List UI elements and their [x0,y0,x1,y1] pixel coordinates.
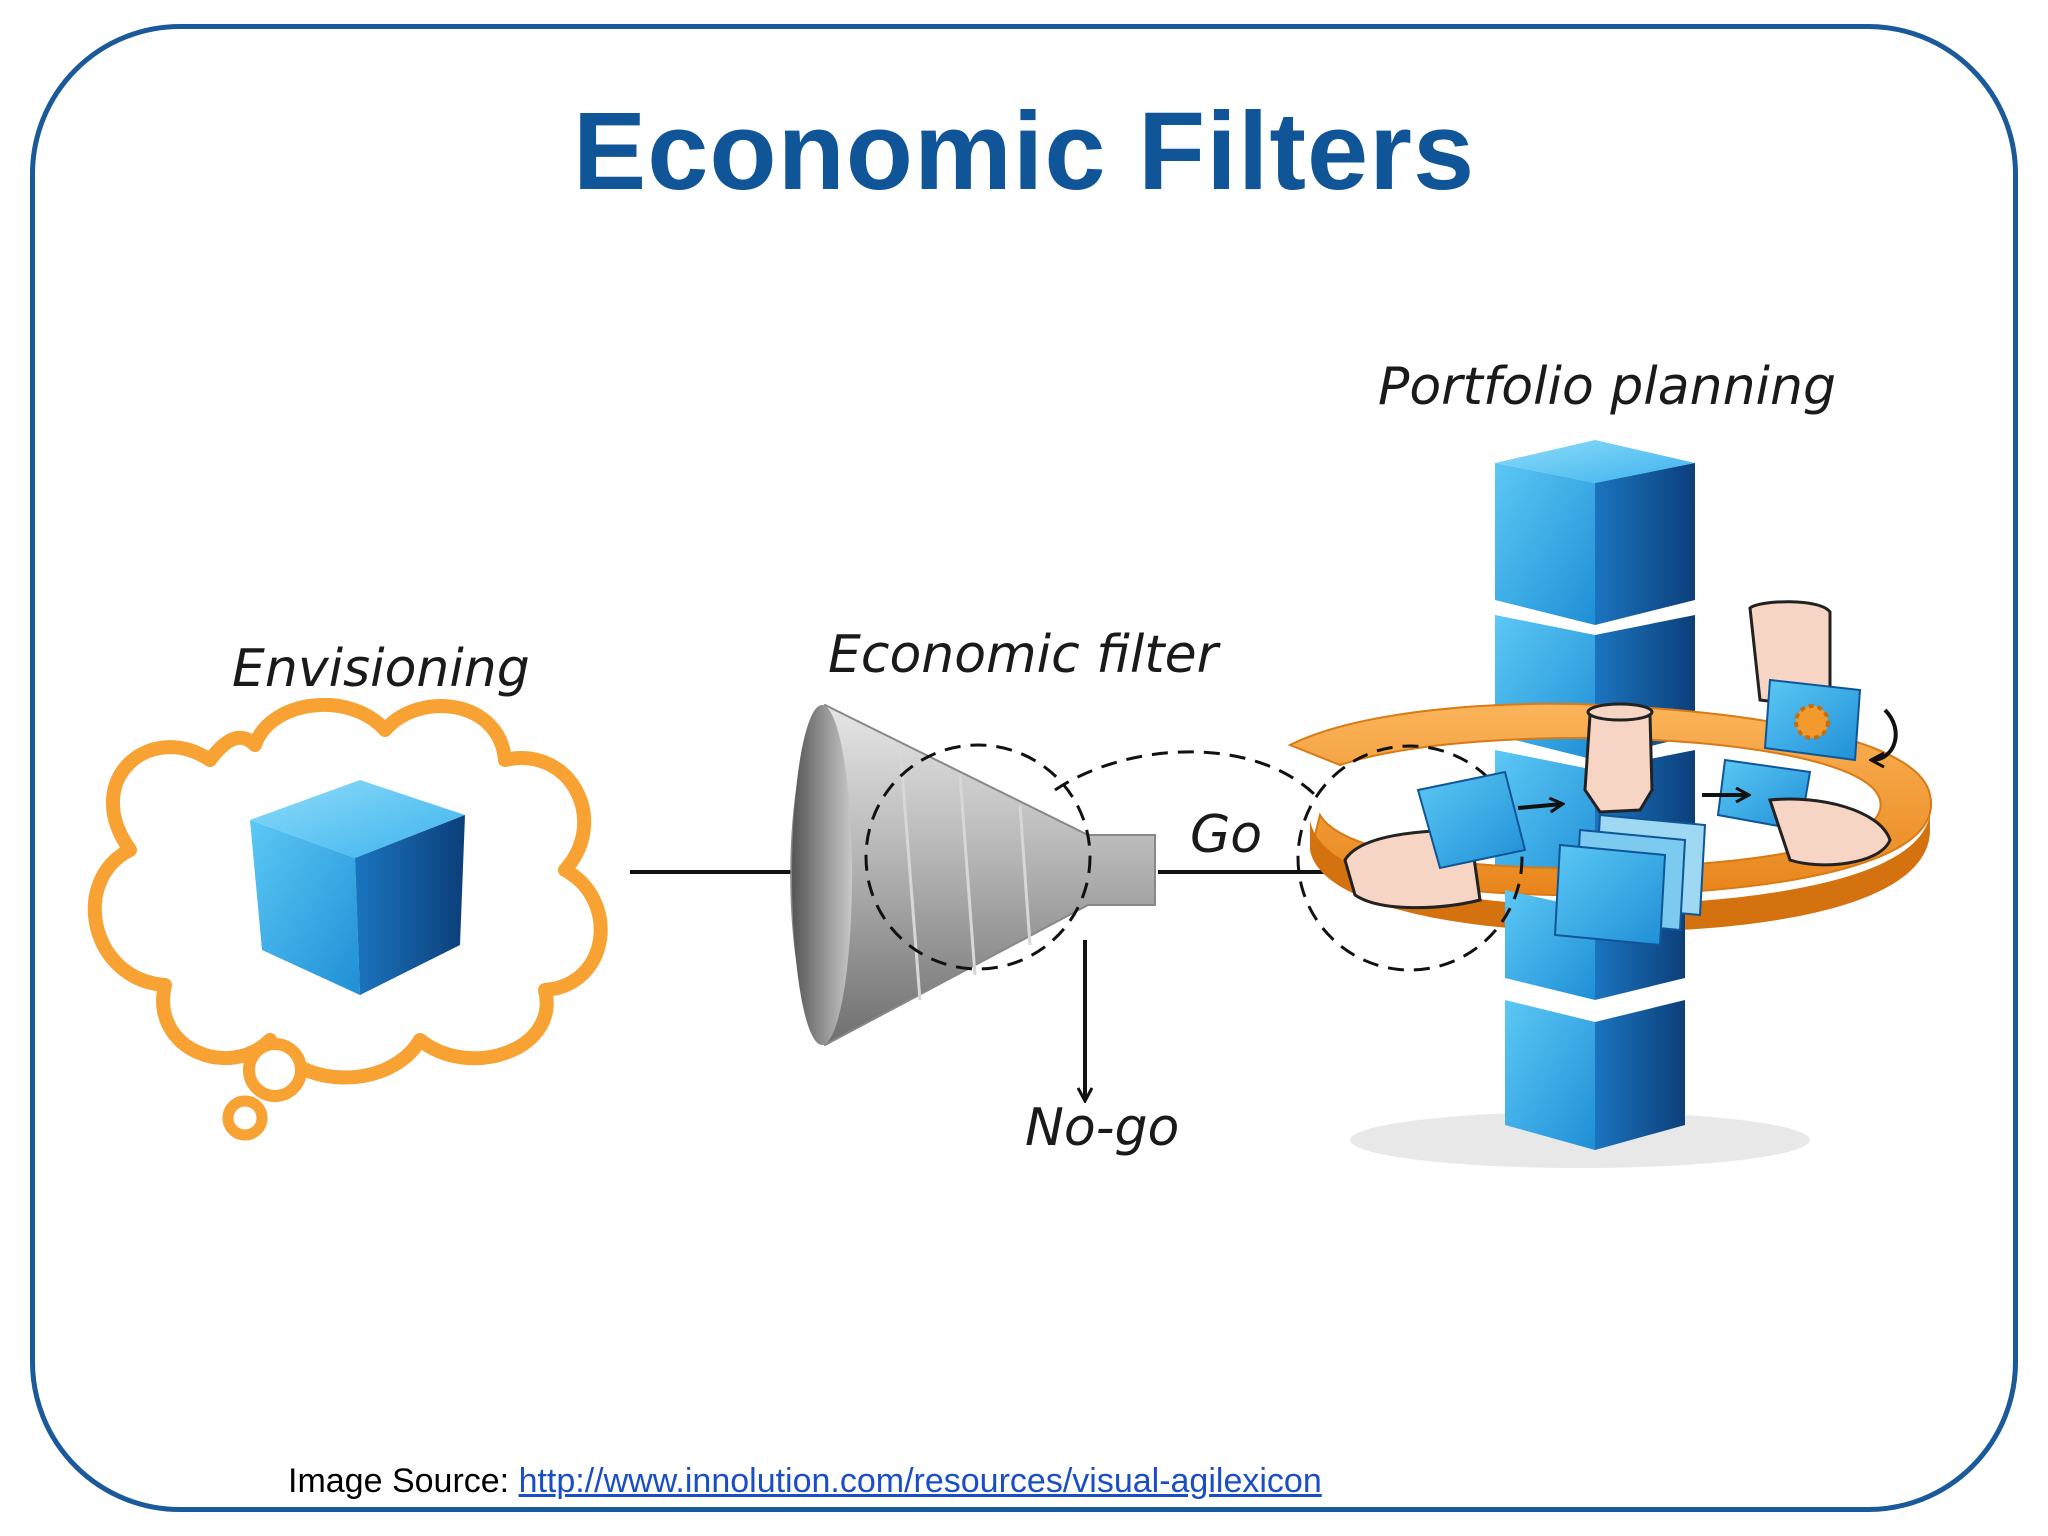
go-dashed-path [1054,750,1322,802]
envisioning-label: Envisioning [232,639,530,699]
image-source-link[interactable]: http://www.innolution.com/resources/visu… [518,1462,1322,1500]
slide-title: Economic Filters [572,90,1476,213]
portfolio-planning-group: Portfolio planning [1287,357,1933,1168]
cycle-arrow-icon [1872,708,1898,760]
portfolio-planning-label: Portfolio planning [1378,357,1836,417]
incoming-card [1416,770,1527,870]
envisioning-group: Envisioning [87,639,608,1141]
go-dashed-circle [1296,744,1524,972]
no-go-label: No-go [1025,1098,1179,1158]
funnel-mouth [792,705,852,1045]
outgoing-hand [1716,758,1892,867]
filter-dashed-circle [864,743,1092,971]
thought-bubble-medium [243,1038,307,1102]
image-source-footer: Image Source: http://www.innolution.com/… [288,1462,1322,1501]
image-source-label: Image Source: [288,1462,510,1500]
economic-filter-label: Economic filter [828,625,1222,685]
economic-filter-group: Economic filter [790,625,1322,1047]
gear-icon [1794,704,1830,740]
go-label: Go [1190,805,1262,865]
sorting-hand [1583,702,1654,814]
idea-cube [250,780,465,995]
card-stack [1553,813,1707,947]
prioritizing-hand [1748,600,1898,760]
handoff-arrow-1 [1517,804,1562,808]
thought-bubble-small [222,1095,268,1141]
incoming-hand [1343,770,1527,910]
